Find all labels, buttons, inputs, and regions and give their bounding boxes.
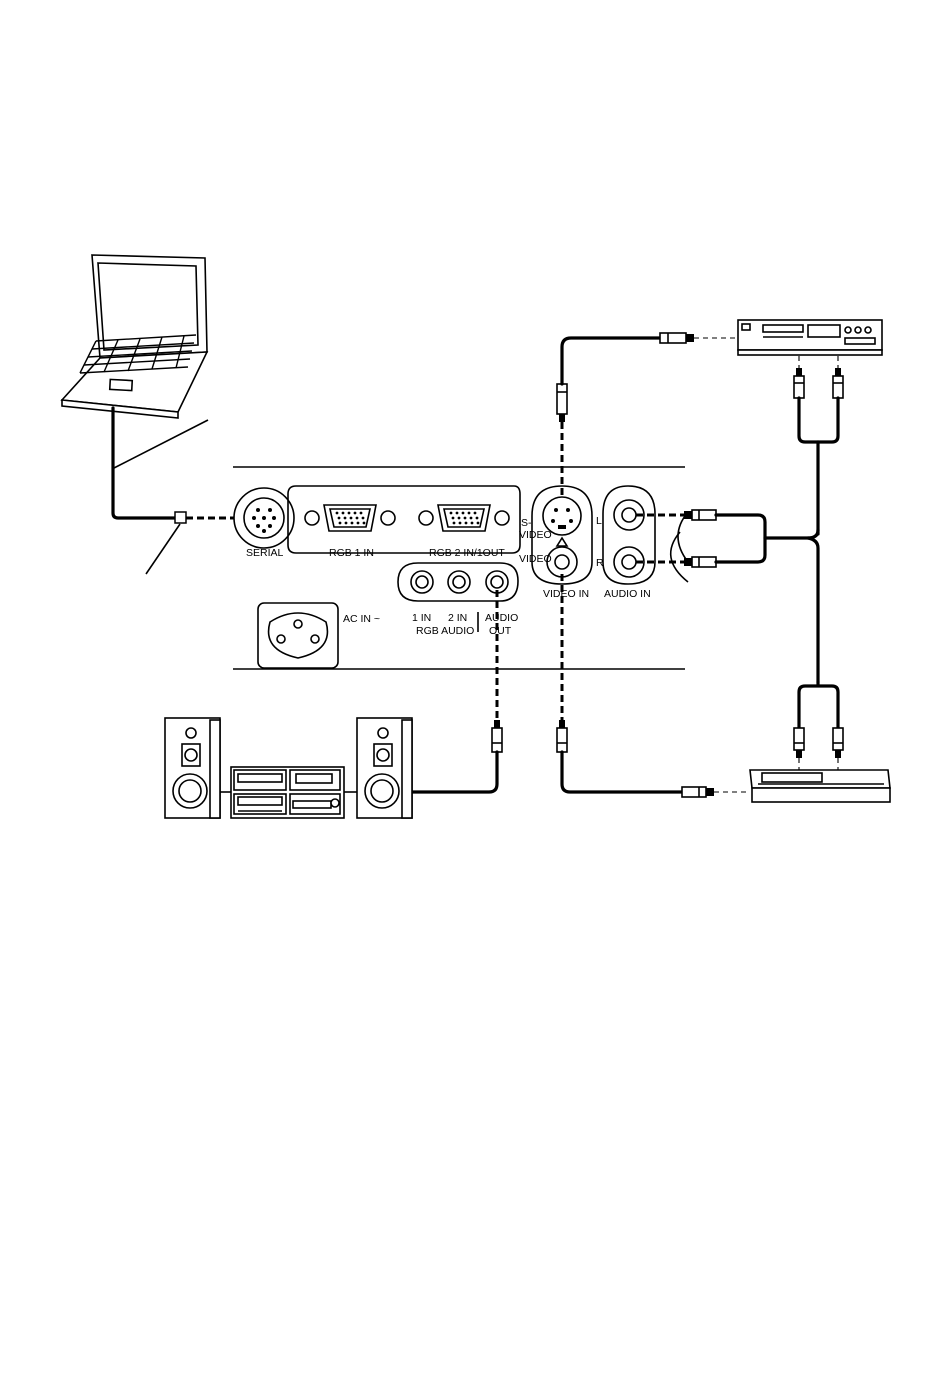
audio-in-jacks [603, 486, 688, 584]
audio-in-label: AUDIO IN [604, 588, 651, 600]
serial-cable-plug [175, 512, 186, 523]
s-video-label-2: VIDEO [519, 529, 552, 541]
audio-in-cable [636, 510, 818, 682]
audio-cable-top [794, 356, 843, 534]
video-label: VIDEO [519, 553, 552, 565]
s-video-label-1: S- [521, 517, 532, 529]
rgb1-in-port [305, 505, 395, 531]
audio-cable-bottom [794, 682, 843, 770]
audio-out-label-2: OUT [489, 625, 512, 637]
right-speaker [357, 718, 412, 818]
s-video-cable [557, 333, 738, 498]
audio-in-l-label: L [596, 515, 602, 527]
video-in-label: VIDEO IN [543, 588, 589, 600]
serial-label: SERIAL [246, 547, 284, 559]
serial-port [234, 488, 294, 548]
rgb-audio-1in-label: 1 IN [412, 612, 431, 624]
vcr [750, 770, 890, 802]
projector-terminal-panel: SERIAL RGB 1 IN [233, 467, 688, 669]
rgb2-in-out-port [419, 505, 509, 531]
rgb-audio-label: RGB AUDIO [416, 625, 474, 637]
stereo-main-unit [231, 767, 344, 818]
rgb2-in-out-label: RGB 2 IN/1OUT [429, 547, 505, 559]
ac-inlet [258, 603, 338, 668]
rgb1-in-label: RGB 1 IN [329, 547, 374, 559]
stereo-system [165, 718, 412, 818]
ac-in-label: AC IN ~ [343, 613, 380, 625]
left-speaker [165, 718, 220, 818]
laptop-computer [62, 255, 207, 418]
dvd-player [738, 320, 882, 355]
rgb-audio-2in-label: 2 IN [448, 612, 467, 624]
audio-out-label-1: AUDIO [485, 612, 518, 624]
audio-in-r-label: R [596, 557, 604, 569]
video-cable [557, 574, 750, 797]
